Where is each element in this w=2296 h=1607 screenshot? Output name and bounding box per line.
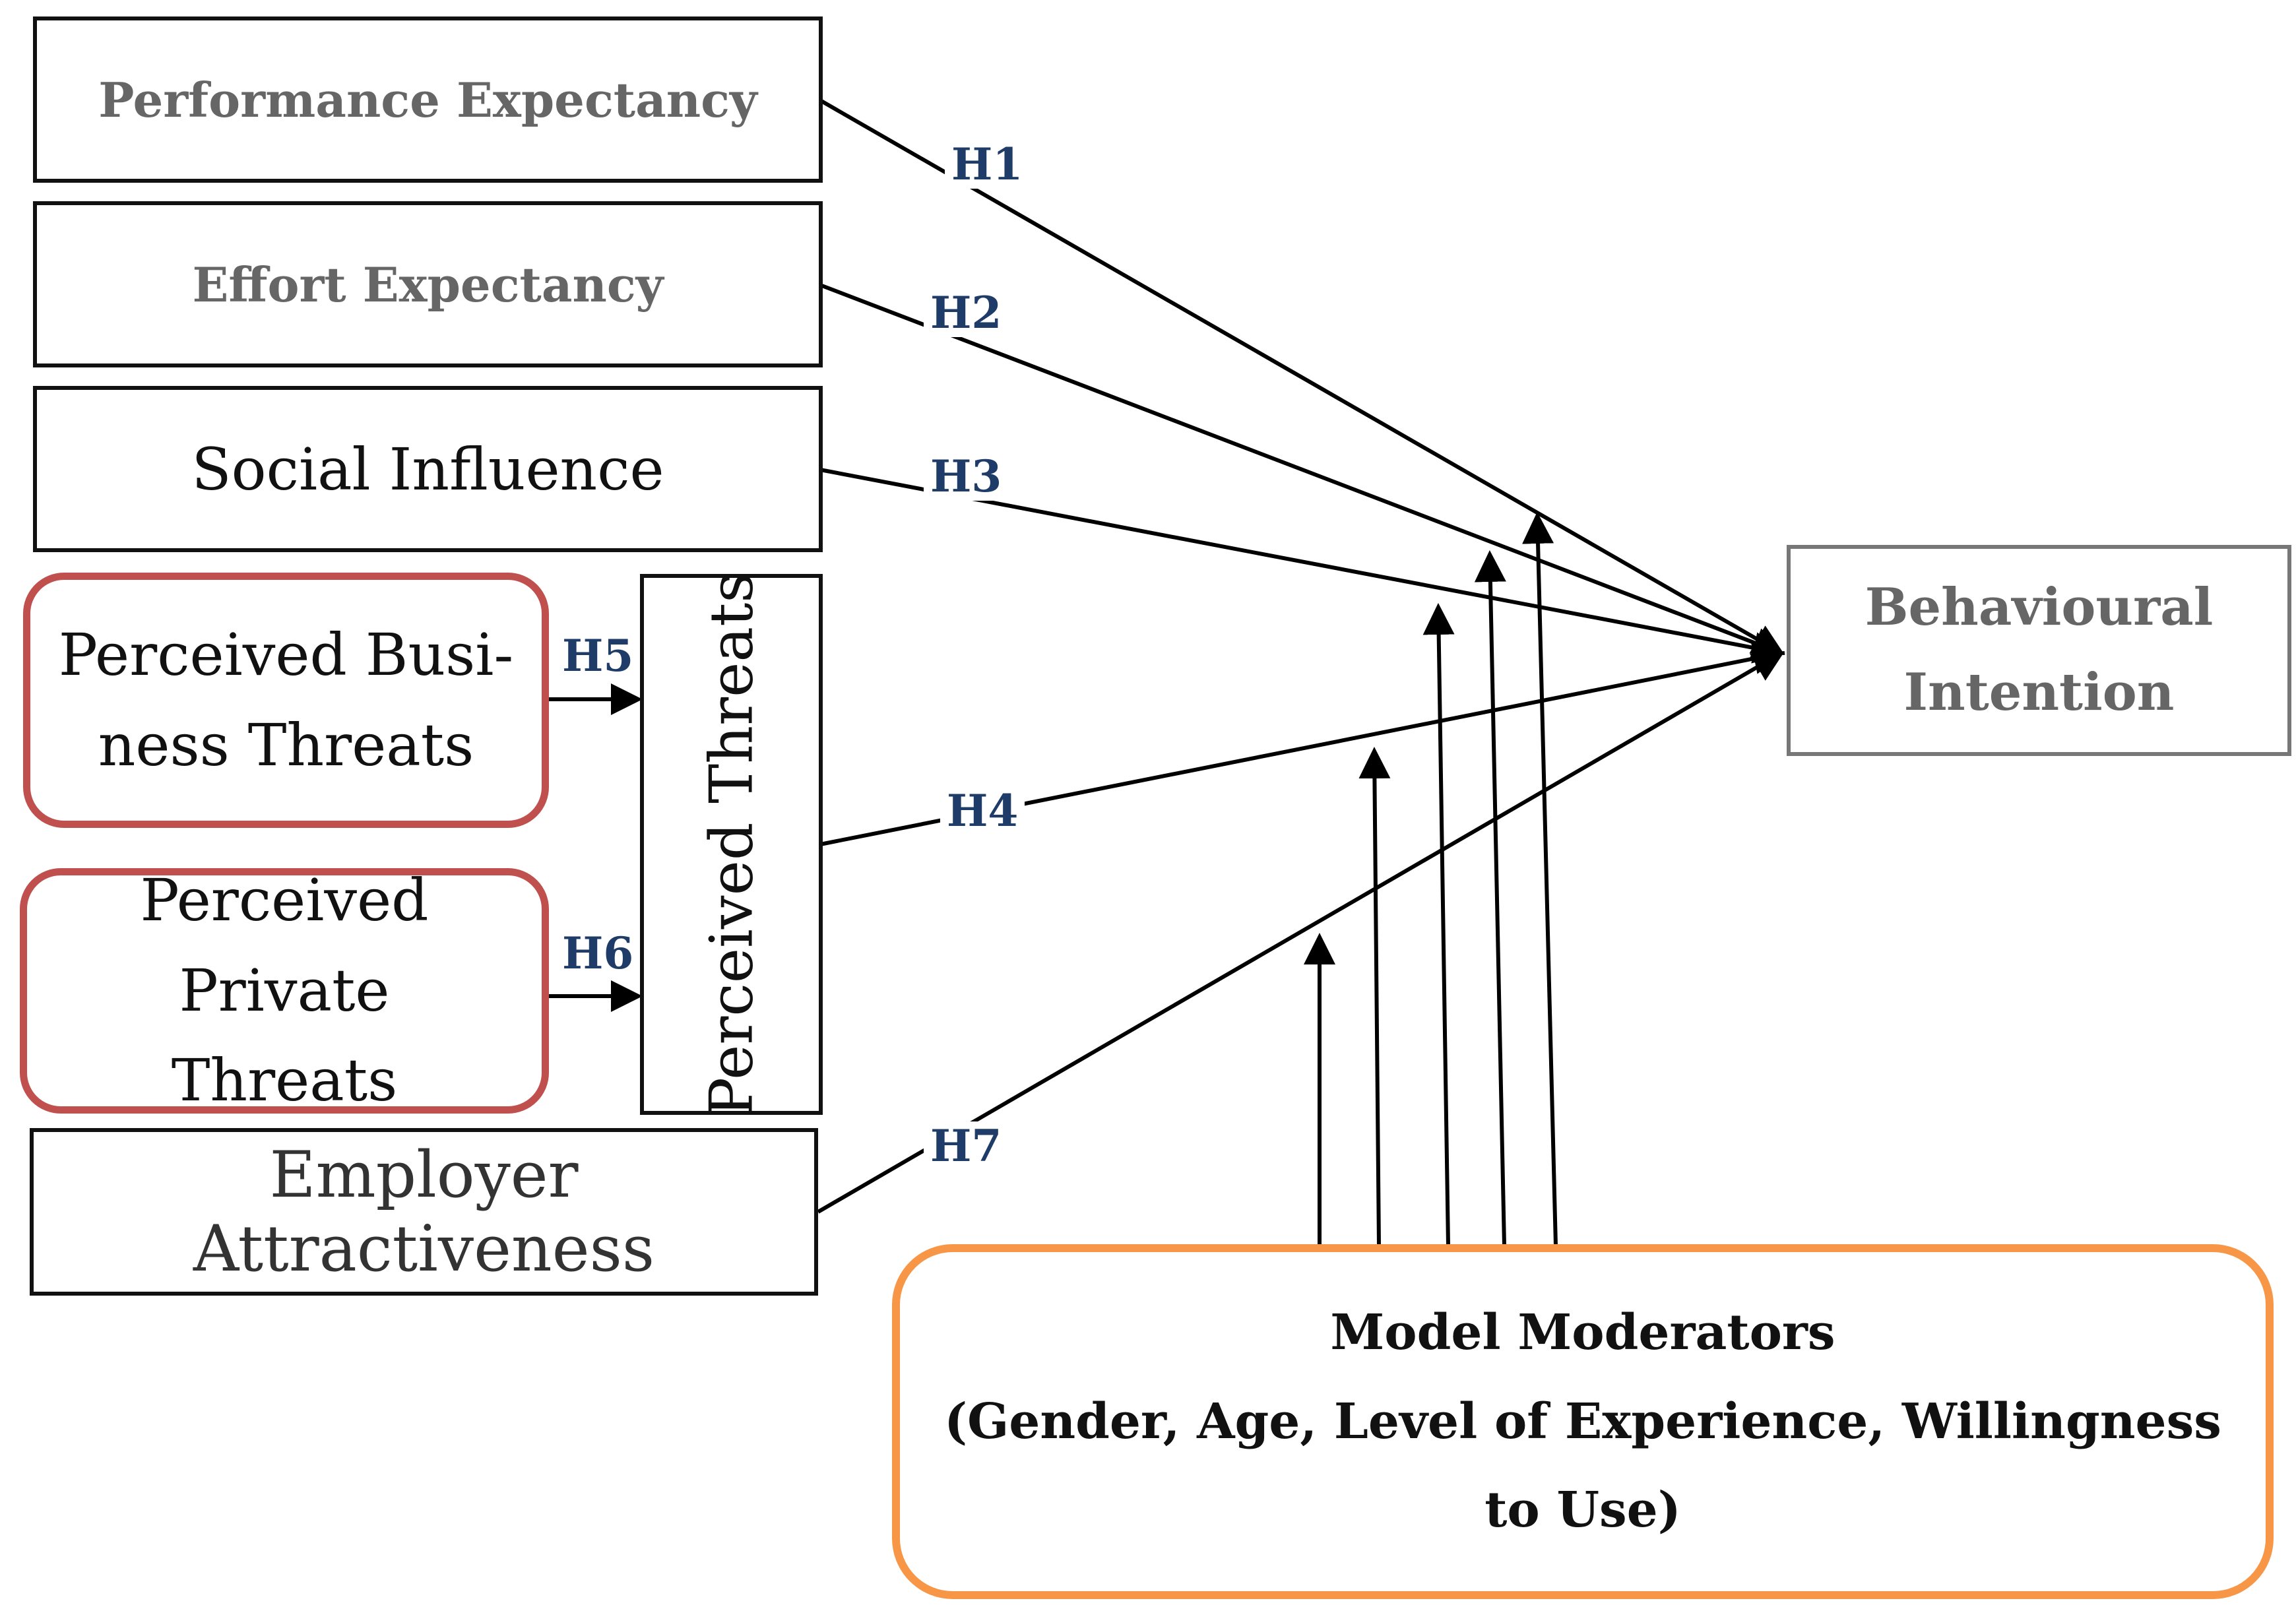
effort-expectancy-box: Effort Expectancy — [33, 201, 823, 367]
hypothesis-label-h1: H1 — [945, 140, 1030, 189]
moderator-arrow-2 — [1358, 747, 1391, 1246]
effort-expectancy-label: Effort Expectancy — [192, 256, 664, 313]
perceived-business-threats-label-line2: ness Threats — [98, 710, 474, 779]
hypothesis-label-h7: H7 — [924, 1121, 1009, 1170]
behavioural-intention-box: Behavioural Intention — [1787, 545, 2291, 756]
model-moderators-box: Model Moderators (Gender, Age, Level of … — [892, 1244, 2274, 1599]
perceived-private-threats-label-line2: Threats — [171, 1046, 398, 1115]
perceived-threats-label: Perceived Threats — [697, 572, 766, 1117]
hypothesis-label-h6: H6 — [556, 929, 641, 978]
moderator-arrow-5 — [1522, 512, 1558, 1246]
perceived-business-threats-box: Perceived Busi- ness Threats — [23, 573, 549, 828]
path-h2 — [819, 283, 1785, 658]
employer-attractiveness-label: Employer Attractiveness — [193, 1138, 655, 1286]
model-moderators-list-line2: to Use) — [1484, 1482, 1681, 1539]
perceived-threats-box: Perceived Threats — [640, 572, 823, 1117]
hypothesis-label-h5: H5 — [556, 631, 641, 680]
behavioural-intention-label-line2: Intention — [1903, 662, 2175, 722]
performance-expectancy-box: Performance Expectancy — [33, 16, 823, 183]
path-h1 — [819, 98, 1785, 655]
model-moderators-title: Model Moderators — [1330, 1304, 1835, 1361]
performance-expectancy-label: Performance Expectancy — [98, 71, 757, 128]
social-influence-label: Social Influence — [191, 435, 664, 503]
moderator-arrow-4 — [1474, 550, 1506, 1246]
employer-attractiveness-box: Employer Attractiveness — [30, 1128, 818, 1296]
perceived-private-threats-label-line1: Perceived Private — [140, 866, 429, 1024]
social-influence-box: Social Influence — [33, 386, 823, 552]
moderator-arrow-3 — [1422, 603, 1455, 1246]
path-h7 — [817, 650, 1785, 1214]
hypothesis-label-h2: H2 — [924, 288, 1009, 337]
model-moderators-list-line1: (Gender, Age, Level of Experience, Willi… — [944, 1393, 2221, 1450]
hypothesis-label-h3: H3 — [924, 452, 1009, 501]
hypothesis-label-h4: H4 — [940, 786, 1025, 835]
behavioural-intention-label-line1: Behavioural — [1865, 577, 2214, 638]
perceived-private-threats-box: Perceived Private Threats — [20, 866, 549, 1114]
perceived-business-threats-label-line1: Perceived Busi- — [58, 621, 514, 689]
